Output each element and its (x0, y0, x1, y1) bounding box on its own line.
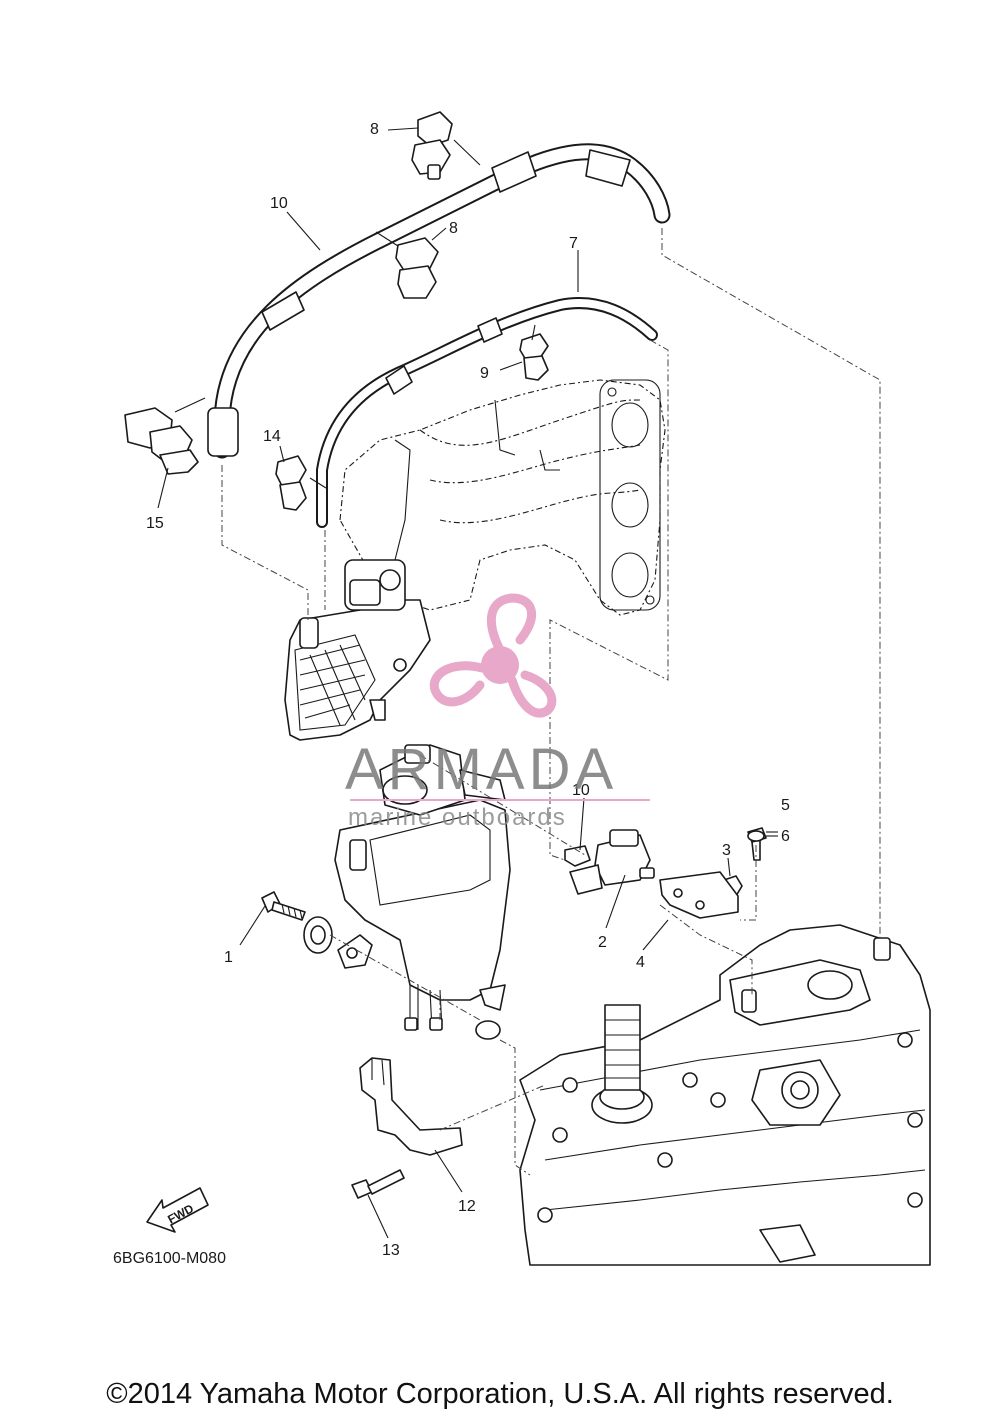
clamp-10 (564, 845, 591, 867)
clip-8-top (411, 111, 453, 180)
callout-8-top: 8 (370, 121, 379, 138)
callout-1: 1 (224, 949, 233, 966)
fwd-arrow-icon: FWD (146, 1187, 209, 1233)
callout-3: 3 (722, 842, 731, 859)
hose-7 (316, 297, 658, 528)
clip-8-middle (395, 237, 439, 299)
callout-10: 10 (572, 782, 590, 799)
armada-watermark: ARMADA marine outboards (345, 593, 650, 831)
propeller-logo-icon (429, 593, 557, 718)
bracket-12 (359, 1057, 463, 1156)
copyright-notice: ©2014 Yamaha Motor Corporation, U.S.A. A… (106, 1378, 894, 1410)
watermark-tagline: marine outboards (348, 804, 567, 831)
clip-15 (124, 407, 199, 475)
callout-12: 12 (458, 1198, 476, 1215)
assembly-lines (221, 228, 881, 1176)
grommet (303, 916, 501, 1040)
callout-13: 13 (382, 1242, 400, 1259)
callout-7: 7 (569, 235, 578, 252)
solenoid-valve-2 (569, 829, 655, 895)
bolt-1 (261, 891, 306, 921)
fuel-pump-assembly (334, 744, 511, 1031)
callout-15: 15 (146, 515, 164, 532)
diagram-code: 6BG6100-M080 (113, 1250, 226, 1267)
watermark-brand: ARMADA (345, 737, 617, 802)
callout-4: 4 (636, 954, 645, 971)
intake-manifold (339, 379, 666, 616)
bracket-4 (659, 871, 739, 919)
washer-6 (747, 830, 765, 842)
callout-5: 5 (781, 797, 790, 814)
callout-6: 6 (781, 828, 790, 845)
callout-14: 14 (263, 428, 281, 445)
clip-9 (519, 333, 549, 381)
propeller-hub (481, 646, 519, 684)
bolt-13 (351, 1169, 405, 1199)
hose-11 (207, 143, 671, 459)
callout-labels: 8 8 10 7 9 14 15 10 5 6 3 2 4 1 12 13 (146, 121, 790, 1259)
callout-8-middle: 8 (449, 220, 458, 237)
clip-14 (275, 455, 307, 511)
callout-11: 10 (270, 195, 288, 212)
callout-2: 2 (598, 934, 607, 951)
callout-9: 9 (480, 365, 489, 382)
engine-block (519, 924, 931, 1266)
throttle-body-assembly (284, 559, 431, 741)
leader-lines (157, 127, 778, 1239)
